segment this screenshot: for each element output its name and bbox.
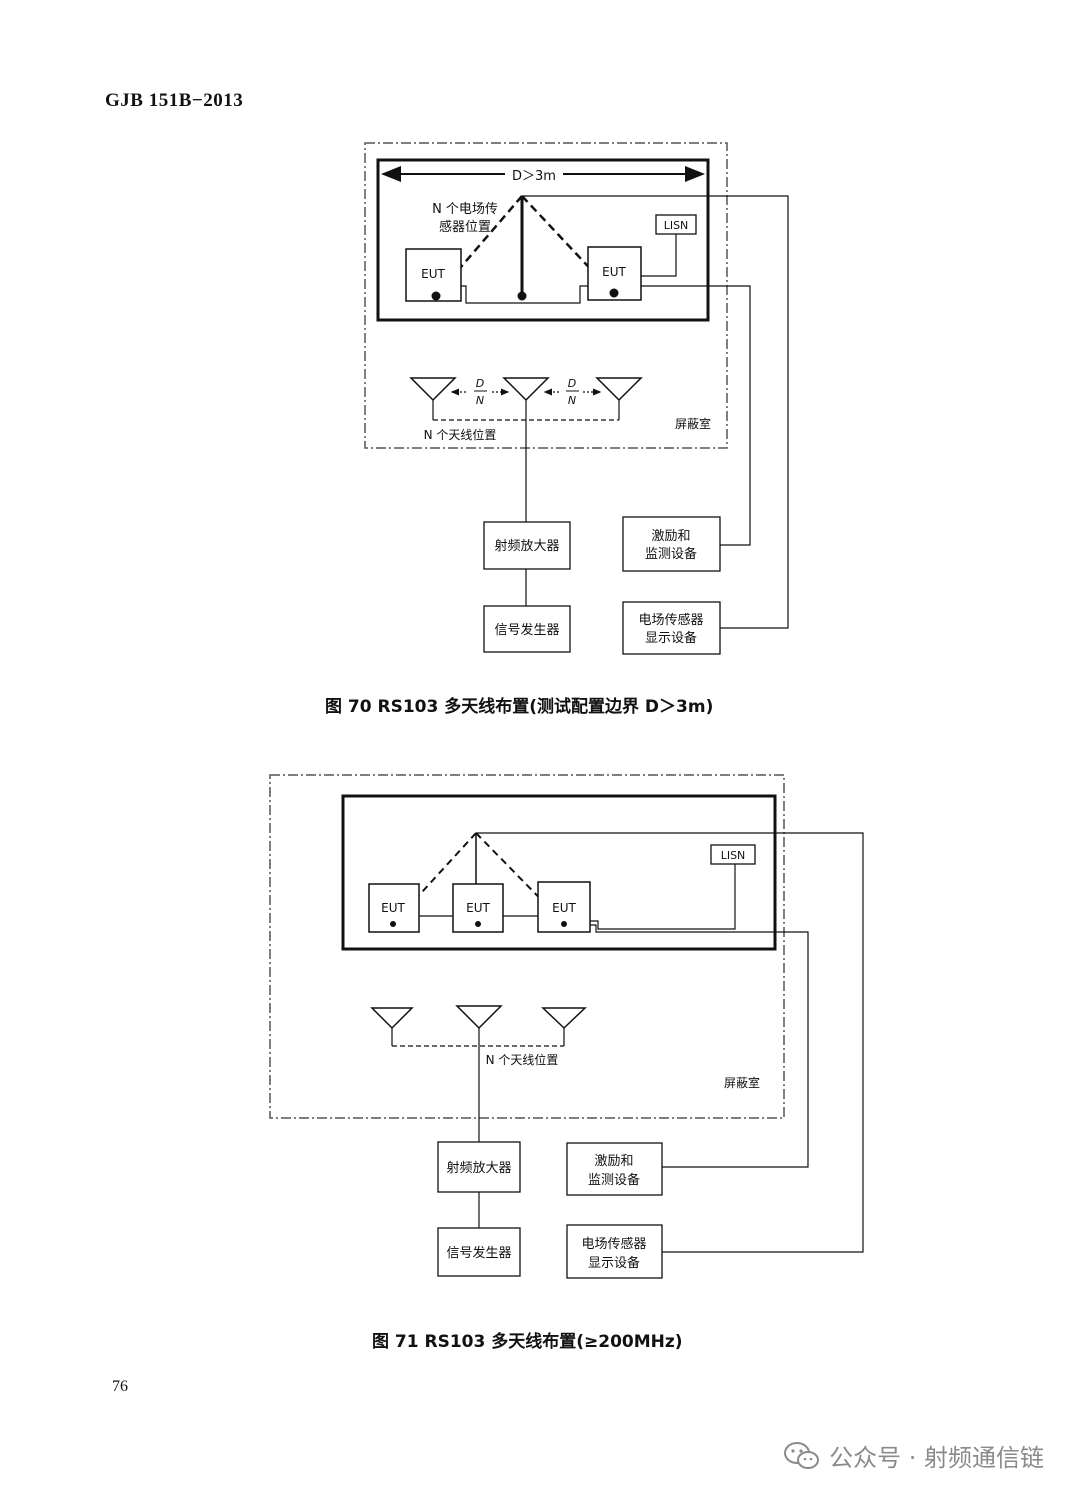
fig70-spacing-num-right: D — [568, 377, 576, 390]
fig70-rf-amplifier-box — [483, 521, 571, 570]
fig70-spacing-num-left: D — [476, 377, 484, 390]
figure-70-caption: 图 70 RS103 多天线布置(测试配置边界 D＞3m) — [325, 697, 714, 717]
fig71-sensor-line-right — [475, 832, 567, 926]
fig71-stimulus-label-2: 监测设备 — [588, 1172, 640, 1188]
fig71-stimulus-label-1: 激励和 — [594, 1154, 633, 1169]
fig70-antenna-left — [409, 377, 457, 402]
fig71-shield-room-boundary — [269, 774, 785, 1119]
figure-71: EUT EUT EUT LISN N 个天线位置 屏蔽室 射频放大器 — [269, 774, 864, 1279]
fig70-eut-left-label: EUT — [421, 267, 445, 281]
fig71-lisn-label: LISN — [721, 849, 746, 862]
fig71-sensor-display-box — [566, 1224, 663, 1279]
fig70-shield-room-boundary — [364, 142, 728, 449]
fig71-test-setup-boundary — [341, 794, 777, 951]
fig70-sensor-label-2: 感器位置 — [439, 219, 491, 235]
fig70-spacing-den-left: N — [476, 394, 484, 407]
fig71-eut-2-label: EUT — [466, 901, 490, 915]
watermark-text: 公众号 · 射频通信链 — [829, 1444, 1044, 1472]
standard-code: GJB 151B−2013 — [105, 90, 244, 111]
fig70-sensor-line-right — [521, 195, 615, 295]
figure-71-caption: 图 71 RS103 多天线布置(≥200MHz) — [372, 1332, 683, 1352]
fig70-rf-amplifier-label: 射频放大器 — [494, 538, 559, 554]
fig70-test-setup-boundary — [376, 158, 710, 322]
figure-70: D＞3m N 个电场传 感器位置 EUT EUT LISN — [364, 142, 789, 655]
fig71-antenna-right — [541, 1007, 587, 1030]
fig70-lisn-label: LISN — [664, 219, 689, 232]
fig70-sensor-right — [609, 288, 619, 298]
fig71-antenna-center — [455, 1005, 503, 1030]
fig70-eut-right-label: EUT — [602, 265, 626, 279]
fig71-stimulus-box — [566, 1142, 663, 1196]
fig70-signal-gen-box — [483, 605, 571, 653]
fig71-antenna-label: N 个天线位置 — [486, 1052, 559, 1067]
fig70-antenna-label: N 个天线位置 — [424, 427, 497, 442]
fig71-antenna-left — [370, 1007, 414, 1030]
fig70-sensor-label-1: N 个电场传 — [432, 202, 498, 217]
fig70-sensor-display-label-2: 显示设备 — [645, 630, 697, 646]
fig70-antenna-center — [502, 377, 550, 402]
fig71-stimulus-line — [662, 931, 809, 1168]
fig70-stimulus-label-2: 监测设备 — [645, 546, 697, 562]
fig71-sensor-display-label-1: 电场传感器 — [581, 1236, 646, 1252]
fig70-spacing-den-right: N — [568, 394, 576, 407]
fig70-stimulus-label-1: 激励和 — [651, 529, 690, 544]
fig70-stimulus-box — [622, 516, 721, 572]
fig71-rf-amplifier-label: 射频放大器 — [446, 1160, 511, 1176]
fig70-stimulus-line — [641, 285, 751, 546]
fig71-signal-gen-label: 信号发生器 — [446, 1245, 511, 1261]
fig71-sensor-display-line — [476, 832, 864, 1253]
fig70-shield-room-label: 屏蔽室 — [675, 416, 711, 431]
fig70-sensor-display-box — [622, 601, 721, 655]
fig70-sensor-display-label-1: 电场传感器 — [638, 612, 703, 628]
fig71-signal-gen-box — [437, 1227, 521, 1277]
fig70-lisn-line — [641, 234, 677, 277]
fig70-eut-cable — [461, 285, 588, 304]
wechat-icon — [784, 1441, 820, 1469]
fig71-eut-lisn-cable — [590, 864, 736, 930]
fig70-sensor-display-line — [522, 195, 789, 629]
fig71-eut-3-label: EUT — [552, 901, 576, 915]
fig71-sensor-line-left — [389, 832, 477, 928]
fig70-antenna-right — [595, 377, 643, 402]
fig70-sensor-left — [431, 291, 441, 301]
fig71-rf-amplifier-box — [437, 1141, 521, 1193]
page-number: 76 — [112, 1378, 128, 1395]
fig70-dimension-label: D＞3m — [512, 169, 556, 184]
fig71-sensor-display-label-2: 显示设备 — [588, 1255, 640, 1271]
fig71-shield-room-label: 屏蔽室 — [724, 1075, 760, 1090]
fig70-sensor-center — [517, 291, 527, 301]
fig70-signal-gen-label: 信号发生器 — [494, 622, 559, 638]
fig71-eut-1-label: EUT — [381, 901, 405, 915]
watermark: 公众号 · 射频通信链 — [783, 1438, 1044, 1473]
fig71-lisn-box — [710, 844, 756, 865]
